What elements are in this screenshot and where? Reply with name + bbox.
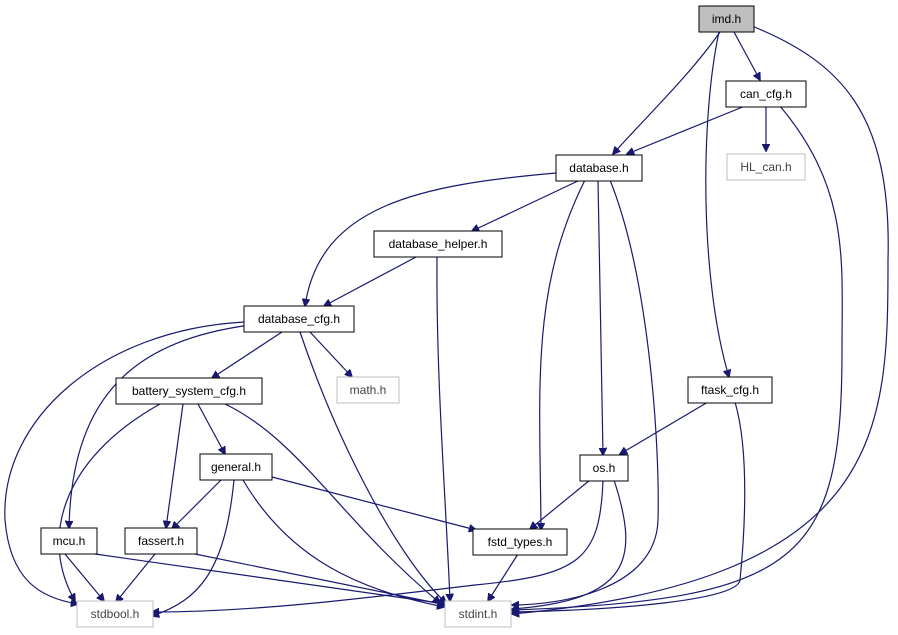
edge-battery_system_cfg-stdbool (58, 403, 161, 601)
edge-database_helper-stdint (436, 256, 450, 601)
edge-battery_system_cfg-fassert (166, 403, 184, 528)
edge-imd-ftask_cfg (705, 31, 729, 377)
edge-imd-can_cfg (733, 31, 760, 80)
node-stdbool[interactable]: stdbool.h (76, 600, 154, 628)
edge-general-fassert (172, 479, 222, 529)
node-label-fassert: fassert.h (138, 534, 184, 548)
edge-database-fstd_types (540, 179, 586, 530)
edge-database-database_cfg (305, 172, 557, 306)
node-label-stdint: stdint.h (459, 607, 498, 621)
node-label-ftask_cfg: ftask_cfg.h (701, 383, 759, 397)
node-label-math: math.h (350, 383, 387, 397)
edge-database-database_helper (472, 179, 581, 231)
edge-general-stdbool (152, 479, 235, 616)
edge-database_cfg-stdint (299, 331, 446, 603)
node-database_helper[interactable]: database_helper.h (373, 230, 503, 258)
node-label-can_cfg: can_cfg.h (740, 87, 792, 101)
node-database_cfg[interactable]: database_cfg.h (243, 305, 355, 333)
edge-general-stdint (242, 479, 444, 607)
node-label-database_helper: database_helper.h (389, 237, 488, 251)
node-label-fstd_types: fstd_types.h (488, 535, 553, 549)
edge-database_cfg-battery_system_cfg (212, 331, 283, 378)
node-label-imd: imd.h (712, 12, 741, 26)
edge-os-fstd_types (530, 479, 591, 529)
edge-database_cfg-math (309, 331, 352, 377)
node-label-mcu: mcu.h (53, 534, 86, 548)
node-label-os: os.h (593, 461, 616, 475)
edge-fassert-stdint (194, 553, 446, 605)
edge-fstd_types-stdint (488, 553, 519, 601)
edge-database_cfg-stdbool (4, 321, 245, 604)
edge-os-stdint (512, 479, 627, 609)
edge-battery_system_cfg-general (197, 403, 225, 454)
node-label-battery_system_cfg: battery_system_cfg.h (132, 384, 246, 398)
edge-battery_system_cfg-stdint (224, 403, 440, 603)
node-mcu[interactable]: mcu.h (40, 527, 98, 555)
edge-mcu-stdbool (64, 553, 104, 601)
node-database[interactable]: database.h (555, 154, 643, 182)
nodes: imd.h can_cfg.h database.h HL_can.h data… (40, 5, 807, 628)
node-fstd_types[interactable]: fstd_types.h (472, 528, 568, 556)
edge-ftask_cfg-os (620, 401, 709, 454)
node-fassert[interactable]: fassert.h (124, 527, 198, 555)
node-math[interactable]: math.h (336, 376, 400, 404)
edge-mcu-stdint (94, 553, 446, 604)
edge-can_cfg-stdint (512, 105, 843, 610)
edge-can_cfg-database (627, 105, 746, 154)
edge-database-os (597, 179, 603, 455)
node-label-database: database.h (569, 161, 628, 175)
edge-general-fstd_types (271, 476, 476, 530)
edges (4, 25, 889, 616)
node-os[interactable]: os.h (579, 454, 629, 482)
node-ftask_cfg[interactable]: ftask_cfg.h (687, 376, 773, 404)
edge-database-stdint (512, 179, 659, 605)
edge-os-stdbool (152, 479, 604, 612)
node-stdint[interactable]: stdint.h (444, 600, 512, 628)
edge-ftask_cfg-stdint (512, 401, 746, 612)
node-label-stdbool: stdbool.h (91, 607, 140, 621)
edge-imd-stdint (512, 25, 889, 614)
edge-database_cfg-mcu (69, 324, 251, 528)
node-label-general: general.h (211, 460, 261, 474)
node-label-hl_can: HL_can.h (740, 160, 791, 174)
node-hl_can[interactable]: HL_can.h (726, 153, 806, 181)
node-battery_system_cfg[interactable]: battery_system_cfg.h (115, 377, 263, 405)
edge-fassert-stdbool (116, 553, 156, 602)
node-general[interactable]: general.h (199, 453, 273, 481)
edge-database_helper-database_cfg (324, 256, 417, 306)
edge-imd-database (613, 31, 721, 154)
node-can_cfg[interactable]: can_cfg.h (725, 80, 807, 108)
node-imd[interactable]: imd.h (698, 5, 755, 33)
node-label-database_cfg: database_cfg.h (258, 312, 340, 326)
